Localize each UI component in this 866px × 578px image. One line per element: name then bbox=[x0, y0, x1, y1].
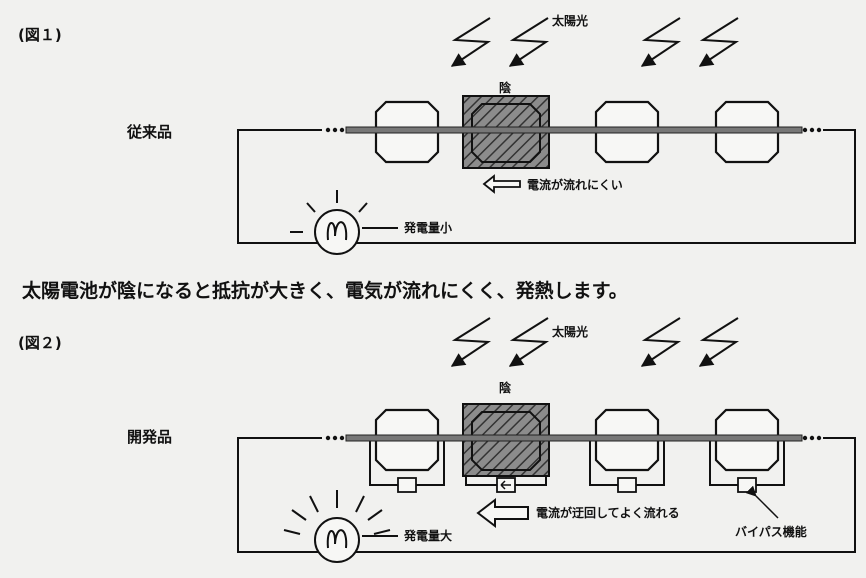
shade-label-1: 陰 bbox=[499, 80, 512, 95]
cell-string-dots-1 bbox=[325, 127, 822, 133]
circuit-2 bbox=[237, 437, 856, 553]
figure2-label: (図２) bbox=[18, 334, 62, 352]
current-note-1: 電流が流れにくい bbox=[527, 177, 623, 192]
bypass-current-arrow-small bbox=[500, 480, 511, 490]
output-label-2: 発電量大 bbox=[403, 528, 452, 543]
light-bulb-icon-1 bbox=[290, 190, 368, 255]
bypass-leader bbox=[745, 485, 779, 519]
current-note-2: 電流が迂回してよく流れる bbox=[536, 505, 680, 520]
sunlight-label-1: 太陽光 bbox=[552, 13, 588, 28]
current-arrow-2 bbox=[476, 497, 529, 529]
current-arrow-1 bbox=[482, 174, 521, 194]
bypass-diodes bbox=[397, 477, 757, 493]
sunlight-rays-1 bbox=[450, 17, 740, 67]
bypass-label: バイパス機能 bbox=[735, 524, 807, 539]
circuit-1 bbox=[237, 129, 856, 244]
product-label-2: 開発品 bbox=[127, 428, 172, 446]
output-label-1: 発電量小 bbox=[403, 220, 452, 235]
cell-connector-rod-2 bbox=[345, 434, 803, 442]
sunlight-label-2: 太陽光 bbox=[552, 324, 588, 339]
shade-label-2: 陰 bbox=[499, 380, 512, 395]
sunlight-rays-2 bbox=[450, 317, 740, 367]
cell-string-dots-2 bbox=[325, 435, 822, 441]
light-bulb-icon-2 bbox=[283, 490, 391, 563]
cell-connector-rod-1 bbox=[345, 126, 803, 134]
caption: 太陽電池が陰になると抵抗が大きく、電気が流れにくく、発熱します。 bbox=[22, 279, 628, 302]
product-label-1: 従来品 bbox=[126, 123, 172, 141]
figure1-label: (図１) bbox=[18, 26, 62, 44]
